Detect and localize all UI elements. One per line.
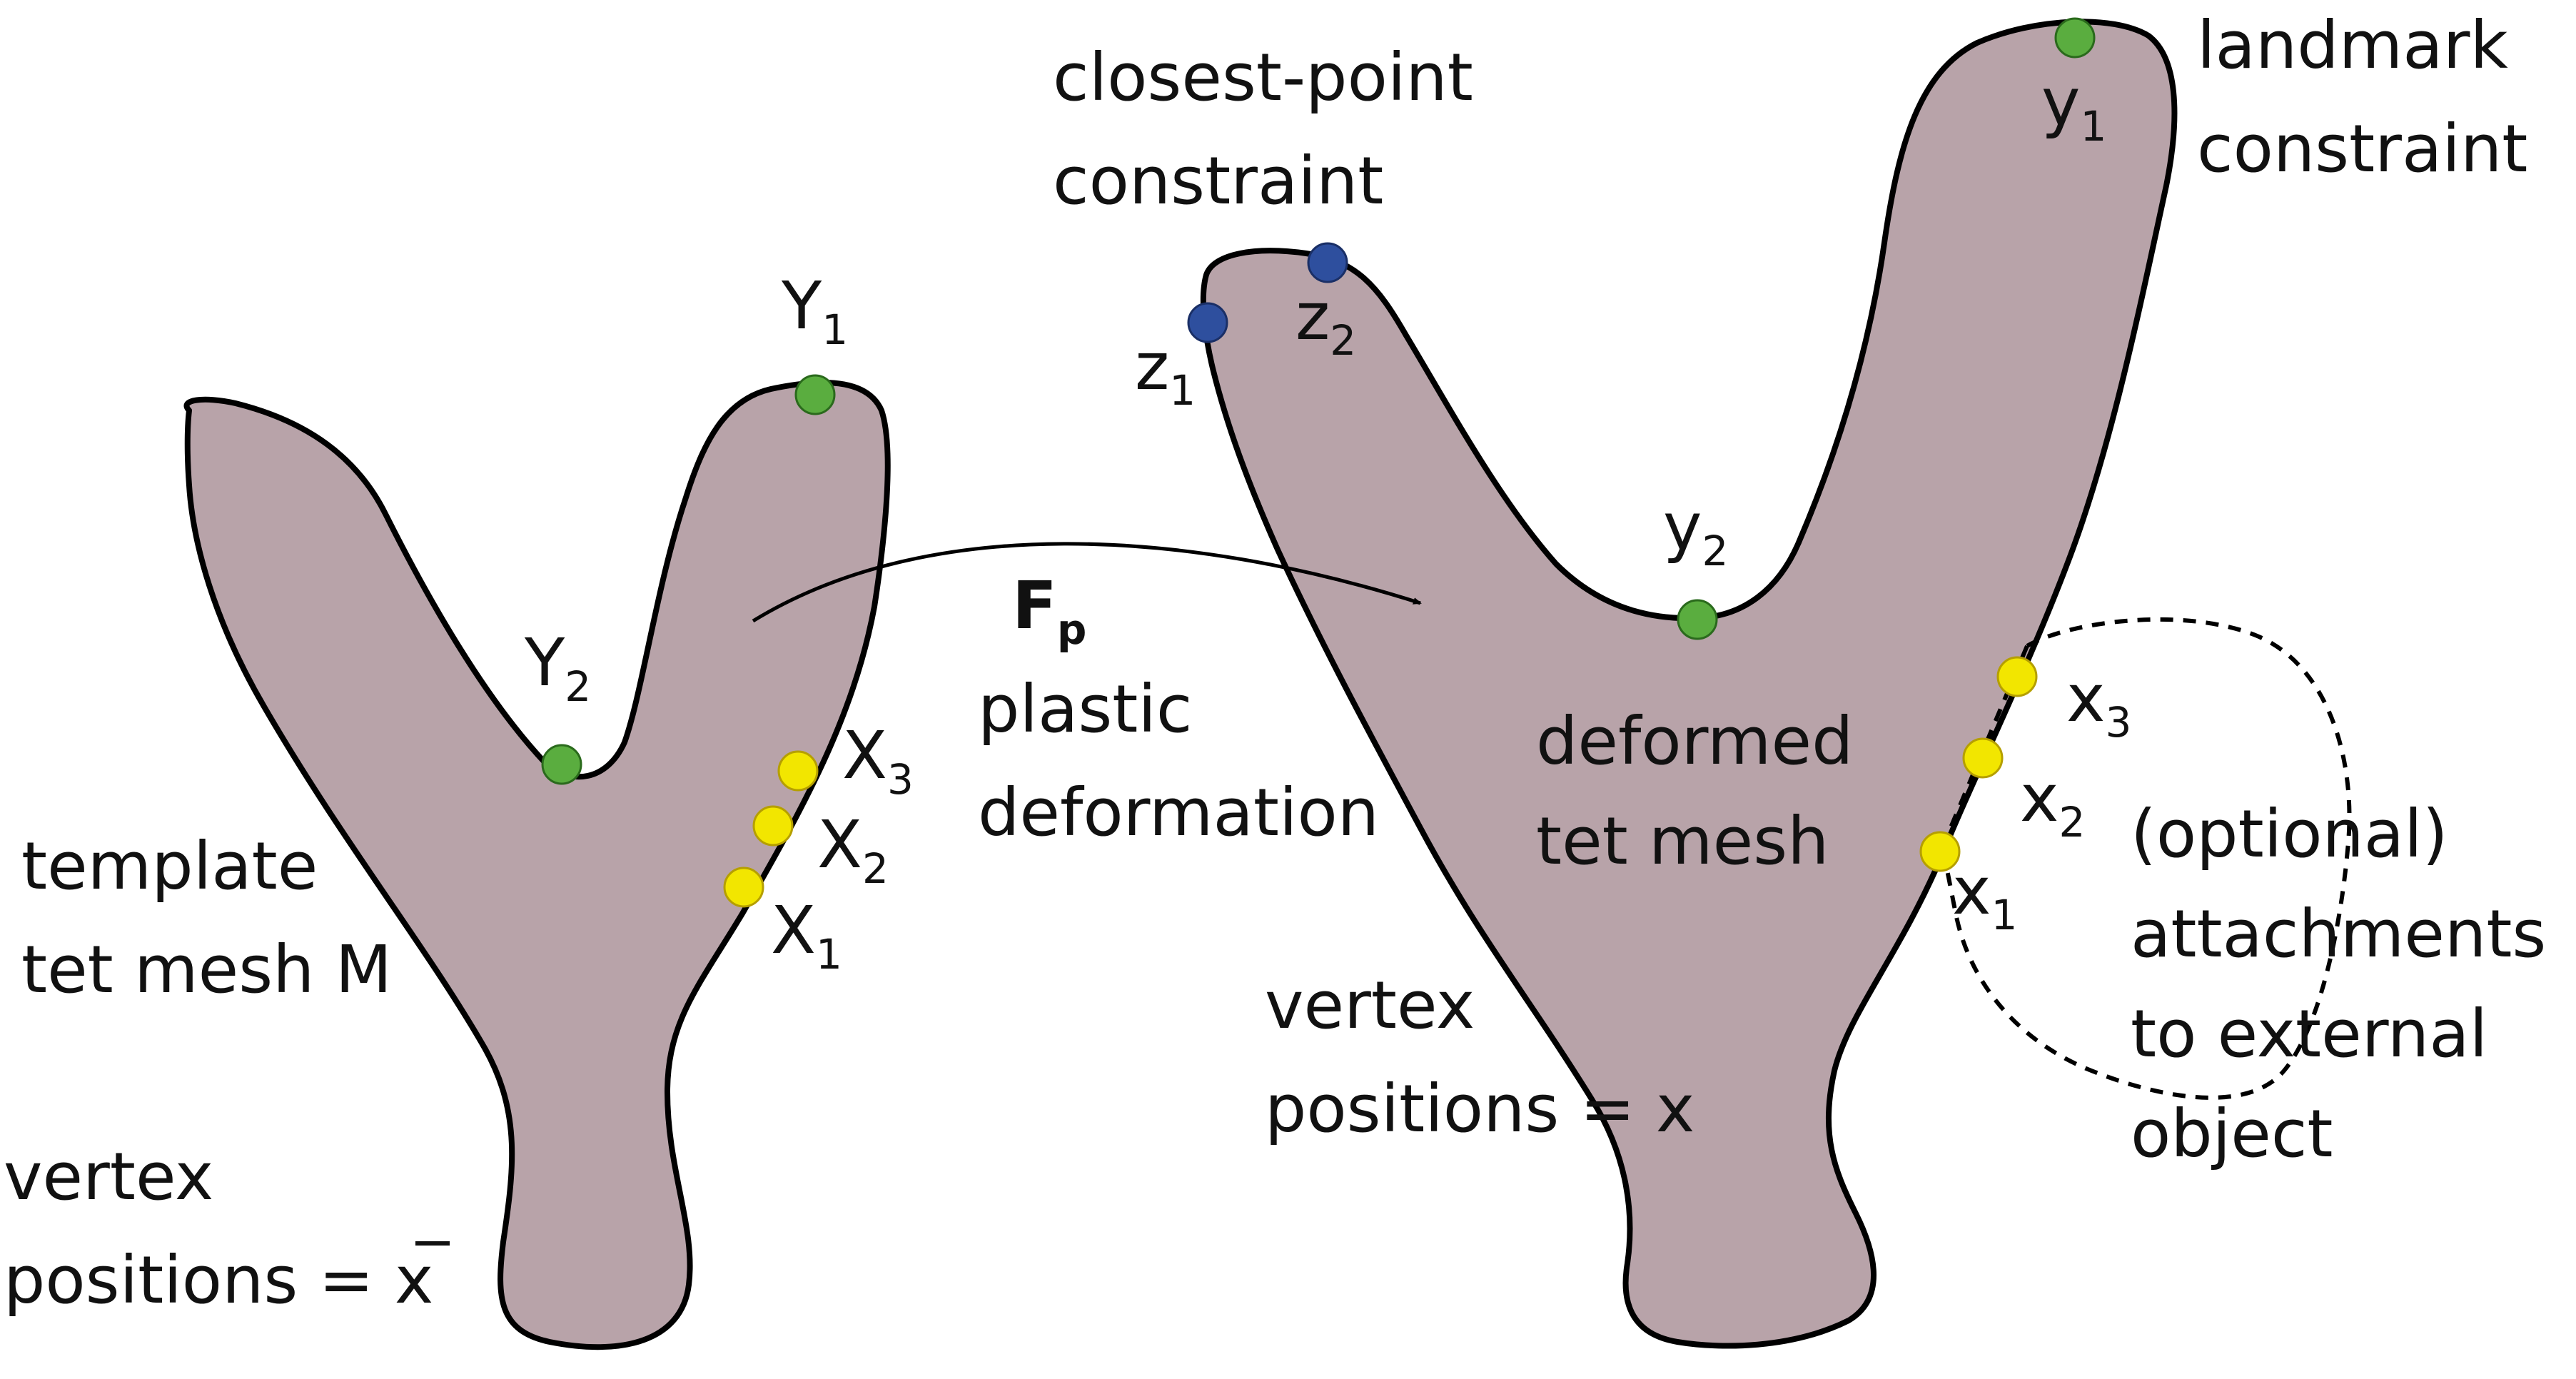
label-X2: X2 <box>817 807 889 893</box>
landmark-label-line1: landmark <box>2197 7 2508 84</box>
deformed-tet-mesh-shape <box>1200 19 2178 1349</box>
x-bar-symbol: x <box>395 1242 433 1318</box>
attachment-label-line4: object <box>2131 1096 2333 1172</box>
transform-label-line2: deformation <box>978 774 1379 851</box>
deformed-vertex-line2: positions = x <box>1265 1071 1694 1147</box>
label-Y1: Y1 <box>781 268 848 354</box>
landmark-point-Y1 <box>794 374 836 415</box>
label-x3: x3 <box>2066 660 2131 747</box>
label-y2: y2 <box>1663 489 1728 575</box>
label-Y2: Y2 <box>524 625 591 711</box>
attachment-point-x1 <box>1919 831 1961 872</box>
label-X3: X3 <box>842 717 914 804</box>
template-vertex-line2: positions = x <box>4 1242 433 1318</box>
template-vertex-line1: vertex <box>4 1138 213 1215</box>
closest-point-label-line2: constraint <box>1053 143 1383 219</box>
attachment-point-X2 <box>752 805 794 847</box>
attachment-point-x2 <box>1962 737 2004 779</box>
landmark-point-Y2 <box>541 744 582 785</box>
label-x2: x2 <box>2020 760 2085 847</box>
closest-point-label-line1: closest-point <box>1053 39 1473 116</box>
deformed-label-line1: deformed <box>1536 703 1854 779</box>
label-x1: x1 <box>1952 853 2017 939</box>
label-z2: z2 <box>1295 278 1356 365</box>
attachment-label-line1: (optional) <box>2131 796 2448 872</box>
closest-point-z1 <box>1187 302 1228 343</box>
plastic-deformation-arrow <box>752 542 1422 623</box>
deformed-label-line2: tet mesh <box>1536 803 1829 879</box>
transform-symbol: Fp <box>1012 567 1086 654</box>
deformed-vertex-line1: vertex <box>1265 967 1475 1044</box>
landmark-point-y1 <box>2054 17 2096 59</box>
template-label-line1: template <box>21 828 318 904</box>
attachment-label-line3: to external <box>2131 996 2487 1072</box>
landmark-label-line2: constraint <box>2197 111 2527 187</box>
label-y1: y1 <box>2041 64 2106 151</box>
external-object-outline <box>1939 617 2352 1100</box>
transform-label-line1: plastic <box>978 671 1192 747</box>
label-z1: z1 <box>1135 328 1196 415</box>
attachment-point-X3 <box>777 750 819 792</box>
attachment-point-x3 <box>1996 656 2038 697</box>
template-label-line2: tet mesh M <box>21 931 392 1008</box>
attachment-label-line2: attachments <box>2131 896 2546 972</box>
closest-point-z2 <box>1307 242 1348 283</box>
landmark-point-y2 <box>1677 599 1718 640</box>
label-X1: X1 <box>771 892 842 979</box>
attachment-point-X1 <box>723 867 764 908</box>
attachment-dashed-line <box>1939 645 2029 851</box>
